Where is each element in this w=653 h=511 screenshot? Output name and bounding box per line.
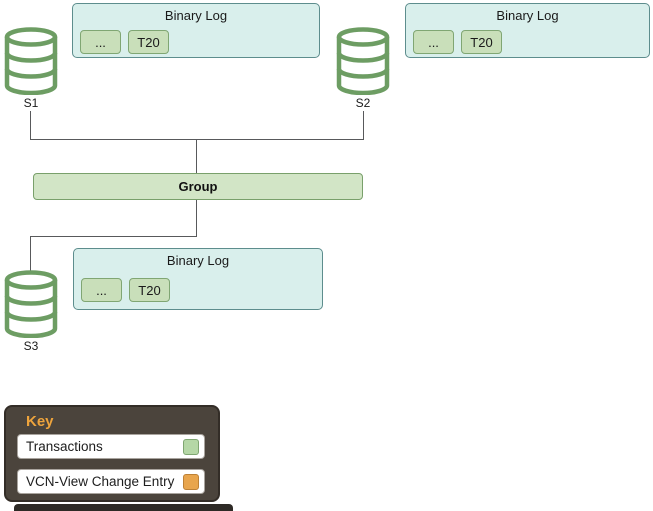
key-row-label: Transactions [26, 439, 103, 454]
key-row-label: VCN-View Change Entry [26, 474, 175, 489]
server-label: S2 [355, 96, 371, 110]
binary-log-box-s2: Binary Log ... T20 [405, 3, 650, 58]
binary-log-title: Binary Log [164, 8, 228, 23]
key-title: Key [26, 413, 54, 430]
server-label: S3 [23, 339, 39, 353]
database-cylinder-icon [336, 27, 390, 95]
connector-bottom-horizontal [30, 236, 197, 237]
transaction-chip-ellipsis: ... [80, 30, 121, 54]
transaction-chip-t20: T20 [129, 278, 170, 302]
connector-from-group [196, 200, 197, 236]
group-label: Group [178, 179, 218, 194]
server-s2: S2 [336, 27, 390, 110]
server-s1: S1 [4, 27, 58, 110]
connector-s2-down [363, 111, 364, 139]
key-row-vcn: VCN-View Change Entry [17, 469, 205, 494]
binary-log-title: Binary Log [166, 253, 230, 268]
vcn-view-change-swatch [183, 473, 199, 490]
binary-log-box-s3: Binary Log ... T20 [73, 248, 323, 310]
connector-s1-down [30, 111, 31, 139]
key-row-transactions: Transactions [17, 434, 205, 459]
cropped-bottom-bar [14, 504, 233, 511]
binary-log-box-s1: Binary Log ... T20 [72, 3, 320, 58]
database-cylinder-icon [4, 27, 58, 95]
group-box: Group [33, 173, 363, 200]
connector-to-group [196, 139, 197, 173]
connector-s3-down [30, 236, 31, 271]
key-legend: Key Transactions VCN-View Change Entry [4, 405, 220, 502]
binary-log-title: Binary Log [496, 8, 559, 23]
server-label: S1 [23, 96, 39, 110]
database-cylinder-icon [4, 270, 58, 338]
transactions-swatch [183, 438, 199, 455]
connector-top-horizontal [30, 139, 364, 140]
transaction-chip-ellipsis: ... [413, 30, 454, 54]
transaction-chip-t20: T20 [461, 30, 502, 54]
transaction-chip-ellipsis: ... [81, 278, 122, 302]
transaction-chip-t20: T20 [128, 30, 169, 54]
server-s3: S3 [4, 270, 58, 353]
